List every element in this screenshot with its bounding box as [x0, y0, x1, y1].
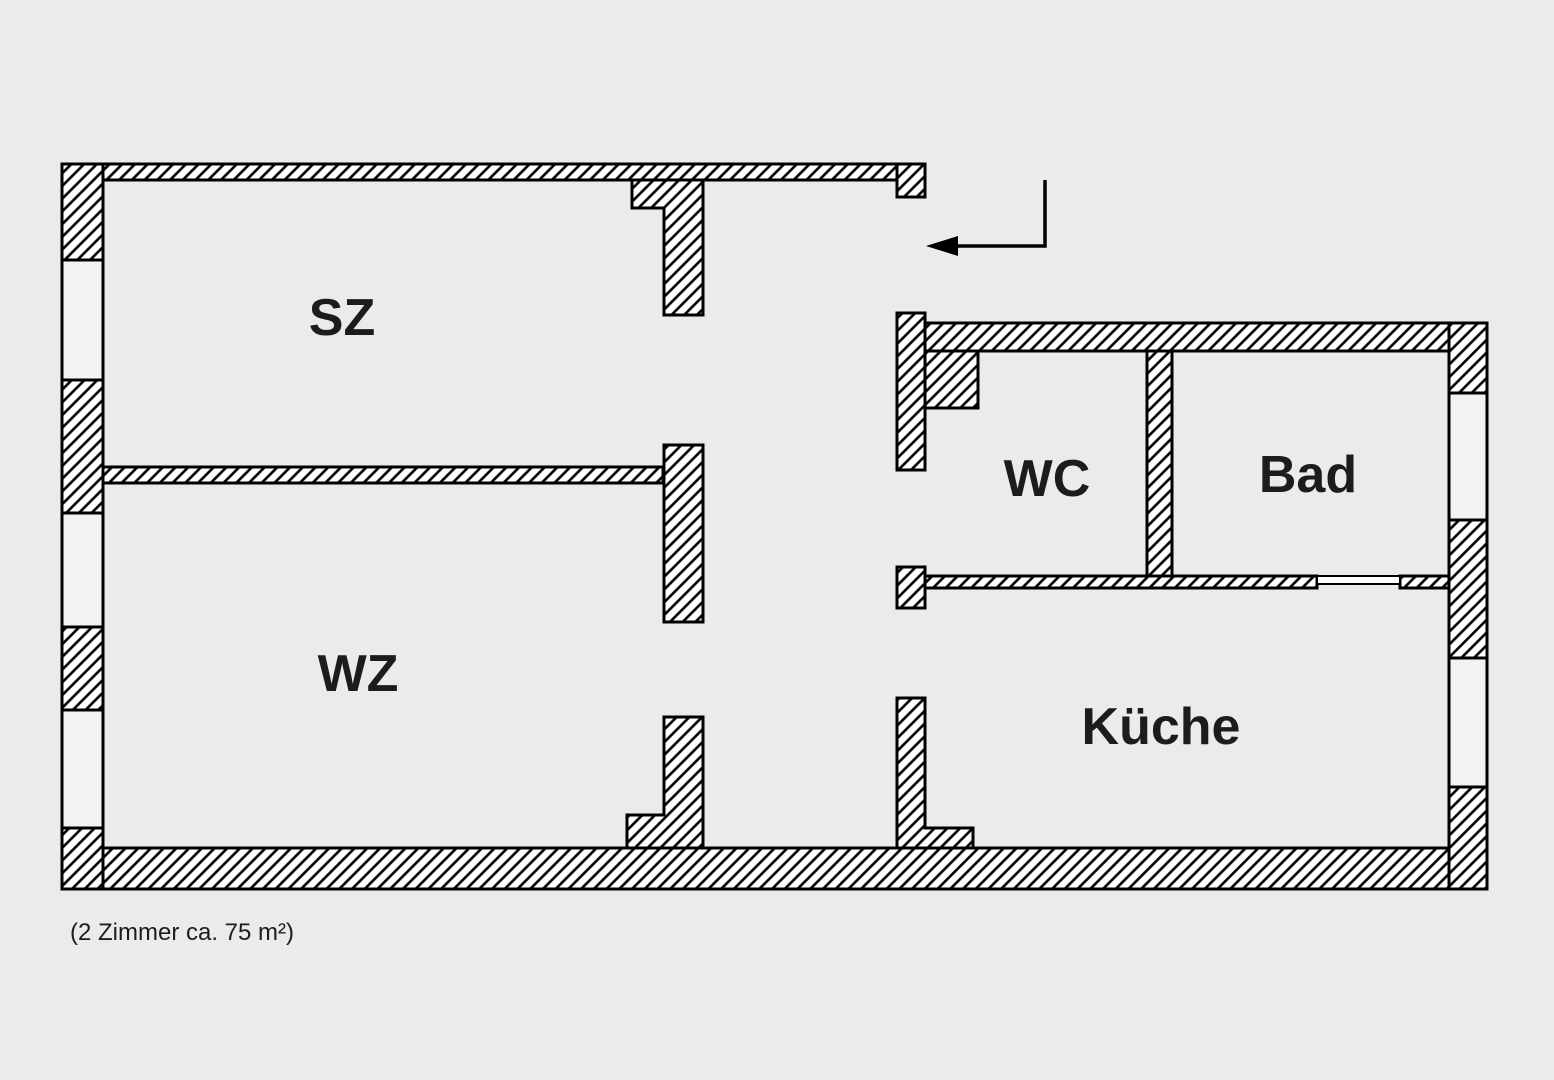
wall-corridor-left-middle: [662, 443, 705, 624]
wall-left-bottom-corner: [60, 826, 105, 891]
interior-walls: [101, 178, 1451, 850]
door-bad-threshold: [1316, 575, 1401, 585]
wall-right-bottom-corner: [1447, 785, 1489, 891]
wall-top-right-section: [923, 321, 1451, 353]
entrance-arrow-icon: [926, 180, 1047, 256]
room-labels: SZ WZ WC Bad Küche: [309, 289, 1357, 756]
wall-below-wc: [923, 574, 1319, 590]
wall-corridor-left-lower: [625, 715, 705, 850]
wall-right-segment-2: [1447, 518, 1489, 660]
exterior-walls: [60, 162, 1489, 891]
room-label-kueche: Küche: [1082, 698, 1241, 756]
wall-divider-sz-wz: [101, 465, 665, 485]
entrance-arrow-line: [956, 180, 1047, 248]
wall-notch-wc: [923, 349, 980, 410]
room-label-wc: WC: [1004, 450, 1091, 508]
window-kueche: [1447, 656, 1489, 789]
wall-right-segment-1: [1447, 321, 1489, 395]
window-wz-lower: [60, 708, 105, 830]
wall-left-segment-3: [60, 625, 105, 712]
windows: [60, 258, 1489, 830]
window-bad: [1447, 391, 1489, 522]
wall-entry-top-corner: [895, 162, 927, 199]
room-label-wz: WZ: [318, 645, 399, 703]
wall-left-segment-1: [60, 162, 105, 262]
wall-corridor-left-upper: [630, 178, 705, 317]
window-sz: [60, 258, 105, 382]
wall-corridor-right-middle: [895, 565, 927, 610]
entrance-arrow-head: [926, 236, 958, 256]
wall-below-bad-right: [1398, 574, 1451, 590]
wall-corridor-right-upper: [895, 311, 927, 472]
wall-left-segment-2: [60, 378, 105, 515]
wall-corridor-right-lower: [895, 696, 975, 850]
wall-divider-wc-bad: [1145, 349, 1174, 578]
room-label-bad: Bad: [1259, 446, 1357, 504]
caption: (2 Zimmer ca. 75 m²): [70, 919, 294, 946]
wall-top: [101, 162, 899, 182]
window-wz-upper: [60, 511, 105, 629]
wall-bottom: [101, 846, 1451, 891]
room-label-sz: SZ: [309, 289, 375, 347]
